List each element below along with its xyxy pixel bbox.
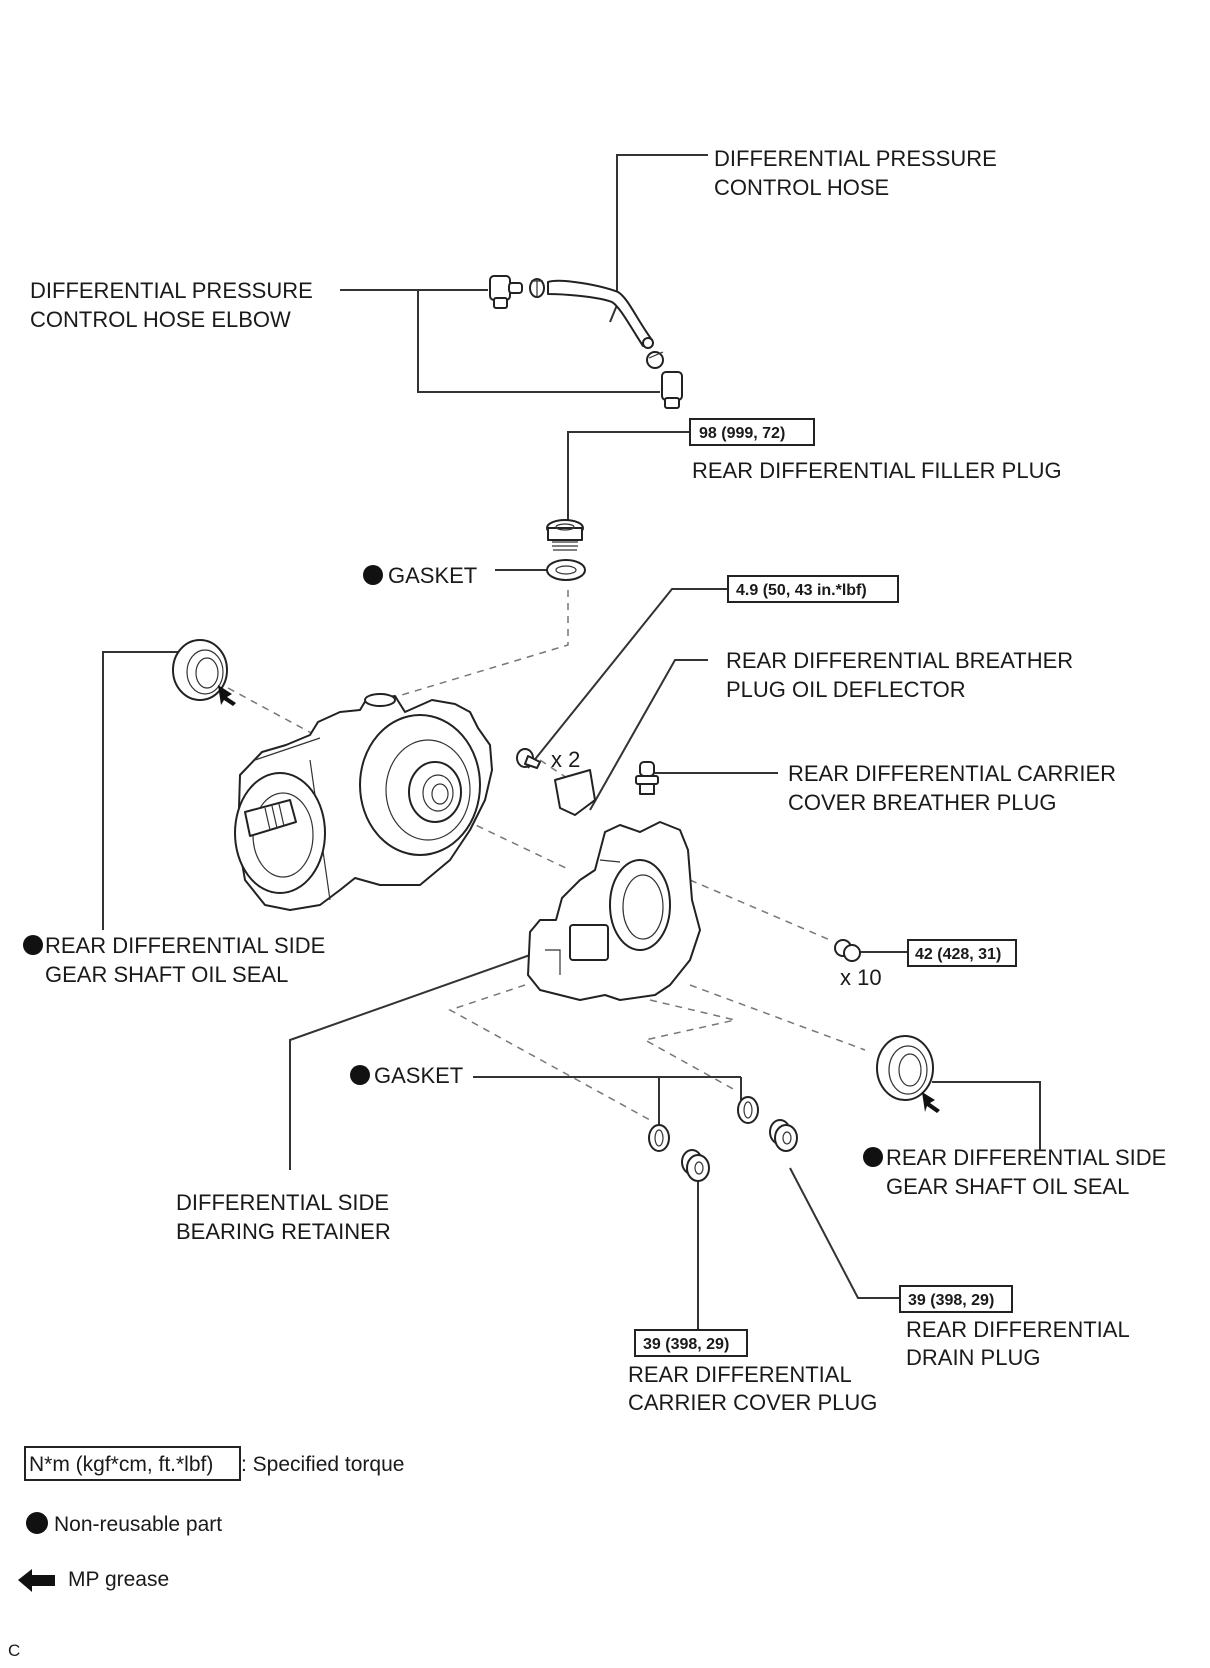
label-text: GASKET	[374, 1063, 463, 1088]
legend: N*m (kgf*cm, ft.*lbf) : Specified torque…	[18, 1446, 404, 1592]
torque-value: 42 (428, 31)	[915, 946, 1001, 963]
legend-non-reusable-text: Non-reusable part	[54, 1513, 222, 1536]
legend-torque: N*m (kgf*cm, ft.*lbf) : Specified torque	[24, 1446, 404, 1481]
label-drain-plug: REAR DIFFERENTIAL DRAIN PLUG	[906, 1317, 1130, 1370]
legend-non-reusable: Non-reusable part	[26, 1512, 222, 1536]
label-line: GEAR SHAFT OIL SEAL	[886, 1174, 1129, 1199]
label-line: CONTROL HOSE	[714, 175, 889, 200]
label-breather-plug: REAR DIFFERENTIAL CARRIER COVER BREATHER…	[788, 761, 1116, 815]
label-line: DIFFERENTIAL SIDE	[176, 1190, 389, 1215]
breather-deflector-part	[554, 769, 596, 816]
label-text: GASKET	[388, 563, 477, 588]
label-line: DRAIN PLUG	[906, 1345, 1040, 1370]
leader-lines	[102, 154, 1041, 1330]
left-oil-seal-part	[172, 639, 228, 701]
torque-box-filler-plug: 98 (999, 72)	[689, 418, 815, 446]
torque-value: 98 (999, 72)	[699, 425, 785, 442]
label-gasket-top: GASKET	[363, 563, 477, 588]
non-reusable-icon	[863, 1147, 883, 1167]
hose-elbow-part	[489, 275, 523, 309]
differential-carrier-part	[234, 693, 493, 911]
label-pressure-hose: DIFFERENTIAL PRESSURE CONTROL HOSE	[714, 146, 997, 200]
mp-grease-arrow-left-icon	[218, 685, 236, 706]
breather-plug-part	[635, 761, 659, 795]
torque-box-cover-plug: 39 (398, 29)	[634, 1329, 748, 1357]
drain-plug-gasket-part	[737, 1096, 759, 1124]
torque-value: 39 (398, 29)	[908, 1292, 994, 1309]
legend-torque-units: N*m (kgf*cm, ft.*lbf)	[29, 1453, 213, 1476]
legend-torque-text: : Specified torque	[241, 1453, 404, 1476]
label-bearing-retainer: DIFFERENTIAL SIDE BEARING RETAINER	[176, 1190, 391, 1244]
legend-mp-grease: MP grease	[18, 1568, 169, 1592]
deflector-bolt-part	[516, 748, 541, 769]
hose-clip-lower-part	[646, 351, 664, 369]
label-line: CONTROL HOSE ELBOW	[30, 307, 291, 332]
label-cover-plug: REAR DIFFERENTIAL CARRIER COVER PLUG	[628, 1362, 877, 1415]
torque-box-retainer-bolt: 42 (428, 31)	[907, 939, 1017, 967]
torque-value: 39 (398, 29)	[643, 1336, 729, 1353]
label-line: GEAR SHAFT OIL SEAL	[45, 962, 288, 987]
label-line: DIFFERENTIAL PRESSURE	[30, 278, 313, 303]
torque-value: 4.9 (50, 43 in.*lbf)	[736, 582, 867, 599]
label-oil-seal-left: REAR DIFFERENTIAL SIDE GEAR SHAFT OIL SE…	[23, 933, 325, 987]
label-breather-deflector: REAR DIFFERENTIAL BREATHER PLUG OIL DEFL…	[726, 648, 1073, 702]
label-line: REAR DIFFERENTIAL	[628, 1362, 852, 1387]
non-reusable-icon	[363, 565, 383, 585]
label-hose-elbow: DIFFERENTIAL PRESSURE CONTROL HOSE ELBOW	[30, 278, 313, 332]
label-gasket-bottom: GASKET	[350, 1063, 463, 1088]
torque-box-drain-plug: 39 (398, 29)	[899, 1285, 1013, 1313]
filled-circle-icon	[26, 1512, 48, 1534]
bearing-retainer-part	[527, 821, 701, 1001]
label-line: COVER BREATHER PLUG	[788, 790, 1057, 815]
torque-box-deflector-bolt: 4.9 (50, 43 in.*lbf)	[727, 575, 899, 603]
label-line: BEARING RETAINER	[176, 1219, 391, 1244]
legend-mp-grease-text: MP grease	[68, 1568, 169, 1591]
label-line: REAR DIFFERENTIAL SIDE	[45, 933, 325, 958]
label-line: PLUG OIL DEFLECTOR	[726, 677, 966, 702]
non-reusable-icon	[350, 1065, 370, 1085]
label-line: REAR DIFFERENTIAL CARRIER	[788, 761, 1116, 786]
non-reusable-icon	[23, 935, 43, 955]
label-oil-seal-right: REAR DIFFERENTIAL SIDE GEAR SHAFT OIL SE…	[863, 1145, 1166, 1199]
cover-plug-gasket-part	[648, 1124, 670, 1152]
top-gasket-part	[546, 559, 586, 581]
cover-plug-part	[681, 1149, 710, 1182]
label-line: CARRIER COVER PLUG	[628, 1390, 877, 1415]
drain-plug-part	[769, 1119, 798, 1152]
quantity-label: x 2	[551, 747, 580, 772]
right-oil-seal-part	[876, 1035, 934, 1101]
filler-plug-part	[546, 519, 584, 551]
label-line: DIFFERENTIAL PRESSURE	[714, 146, 997, 171]
label-line: REAR DIFFERENTIAL SIDE	[886, 1145, 1166, 1170]
pressure-hose-part	[547, 279, 654, 349]
hose-clip-part	[529, 278, 545, 298]
mp-grease-arrow-right-icon	[922, 1092, 940, 1113]
label-line: REAR DIFFERENTIAL BREATHER	[726, 648, 1073, 673]
torque-box-icon	[24, 1446, 241, 1481]
corner-mark: C	[8, 1641, 20, 1660]
left-arrow-icon	[18, 1569, 55, 1592]
label-filler-plug: REAR DIFFERENTIAL FILLER PLUG	[692, 458, 1062, 483]
breather-fitting-part	[661, 371, 683, 409]
retainer-bolt-part	[834, 939, 861, 962]
quantity-label: x 10	[840, 965, 882, 990]
label-line: REAR DIFFERENTIAL	[906, 1317, 1130, 1342]
